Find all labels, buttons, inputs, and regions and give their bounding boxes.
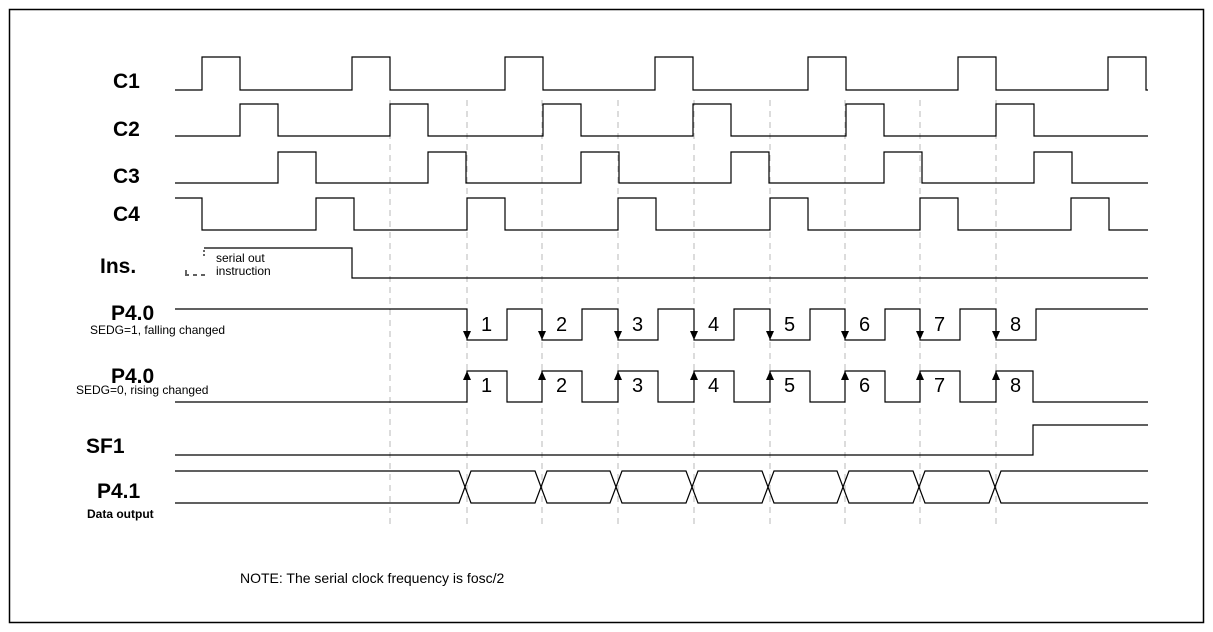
- wave-c3: [175, 151, 1148, 184]
- falling-arrow-7: [916, 331, 924, 340]
- label-c2: C2: [113, 118, 140, 141]
- label-c4: C4: [113, 203, 140, 226]
- rising-bit-3: 3: [632, 375, 643, 397]
- falling-bit-3: 3: [632, 314, 643, 336]
- falling-bit-5: 5: [784, 314, 795, 336]
- wave-p40-falling: [175, 308, 1148, 341]
- rising-arrow-4: [690, 371, 698, 380]
- wave-ins: [204, 247, 1148, 279]
- falling-arrow-6: [841, 331, 849, 340]
- bit-number-labels: 1 2 3 4 5 6 7 8 1 2 3 4 5 6 7 8: [481, 314, 1021, 397]
- rising-arrow-7: [916, 371, 924, 380]
- rising-arrow-6: [841, 371, 849, 380]
- wave-p41-lower: [175, 470, 1148, 504]
- falling-bit-1: 1: [481, 314, 492, 336]
- rising-bit-7: 7: [934, 375, 945, 397]
- falling-bit-4: 4: [708, 314, 719, 336]
- falling-arrow-5: [766, 331, 774, 340]
- note-text: NOTE: The serial clock frequency is fosc…: [240, 570, 504, 586]
- rising-arrow-3: [614, 371, 622, 380]
- label-ins: Ins.: [100, 255, 136, 278]
- rising-bit-2: 2: [556, 375, 567, 397]
- wave-p40-rising: [175, 370, 1148, 403]
- waveforms: [175, 56, 1148, 504]
- instruction-label-line1: serial out: [216, 251, 265, 265]
- label-p40-rising: P4.0: [111, 365, 154, 388]
- label-sf1: SF1: [86, 435, 125, 458]
- rising-bit-1: 1: [481, 375, 492, 397]
- wave-ins-dashed-low: [185, 270, 205, 276]
- falling-arrow-4: [690, 331, 698, 340]
- wave-c1: [175, 56, 1148, 91]
- rising-arrow-1: [463, 371, 471, 380]
- falling-arrow-3: [614, 331, 622, 340]
- rising-arrow-8: [992, 371, 1000, 380]
- falling-bit-7: 7: [934, 314, 945, 336]
- falling-bit-8: 8: [1010, 314, 1021, 336]
- wave-sf1: [175, 424, 1148, 456]
- label-c1: C1: [113, 70, 140, 93]
- label-p41: P4.1: [97, 480, 141, 503]
- rising-bit-8: 8: [1010, 375, 1021, 397]
- falling-bit-6: 6: [859, 314, 870, 336]
- falling-arrow-8: [992, 331, 1000, 340]
- label-p40-falling-sub: SEDG=1, falling changed: [90, 323, 225, 337]
- label-p41-sub: Data output: [87, 507, 154, 521]
- rising-bit-6: 6: [859, 375, 870, 397]
- rising-bit-4: 4: [708, 375, 719, 397]
- label-p40-rising-sub: SEDG=0, rising changed: [76, 383, 208, 397]
- label-p40-falling: P4.0: [111, 302, 154, 325]
- wave-p41-upper: [175, 470, 1148, 504]
- rising-arrow-2: [538, 371, 546, 380]
- label-c3: C3: [113, 165, 140, 188]
- rising-arrow-5: [766, 371, 774, 380]
- instruction-label-line2: instruction: [216, 264, 271, 278]
- wave-c2: [175, 103, 1148, 137]
- falling-arrow-1: [463, 331, 471, 340]
- wave-c4: [175, 197, 1148, 231]
- falling-bit-2: 2: [556, 314, 567, 336]
- falling-arrow-2: [538, 331, 546, 340]
- diagram-border: [8, 8, 1205, 624]
- rising-bit-5: 5: [784, 375, 795, 397]
